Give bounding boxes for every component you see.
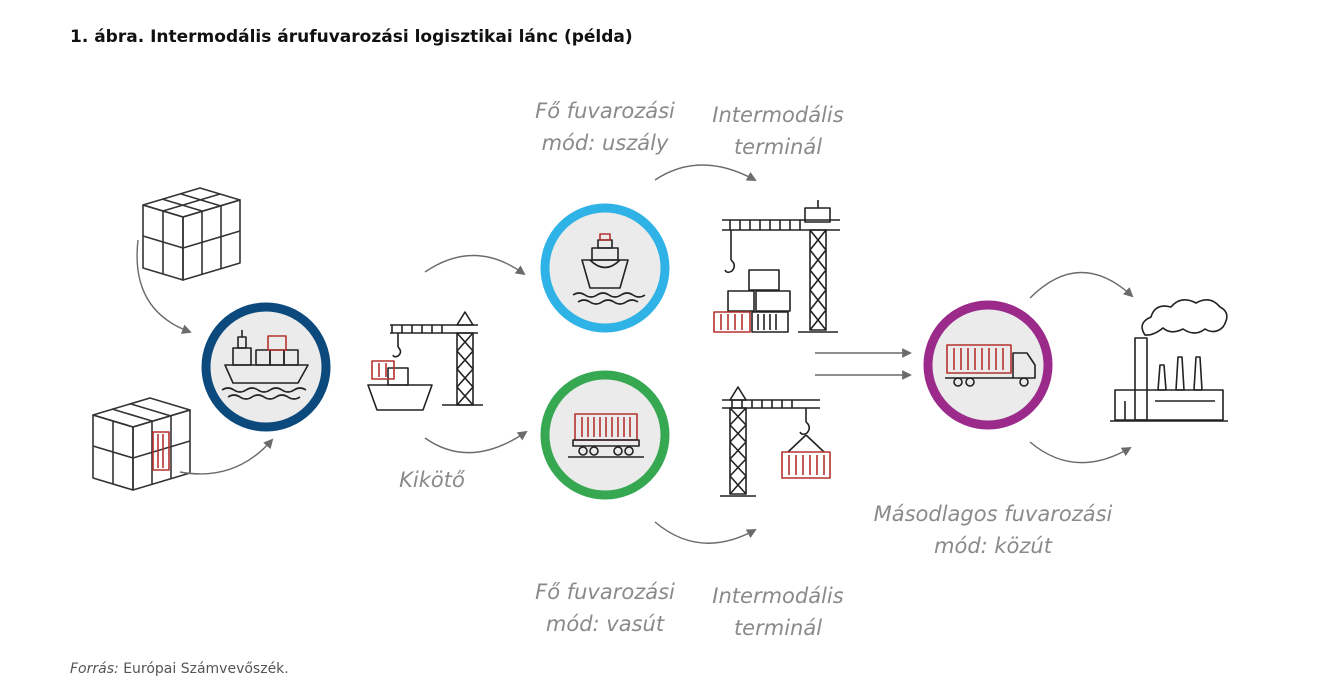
terminal-bottom-crane-icon <box>720 386 831 497</box>
label-rail-line1: Fő fuvarozási <box>535 580 675 604</box>
cargo-boxes-bottom-icon <box>92 397 191 491</box>
terminal-top-crane-icon <box>713 200 840 333</box>
source-prefix: Forrás: <box>70 661 119 677</box>
arrow-port-to-barge <box>424 254 526 276</box>
source-text: Európai Számvevőszék. <box>123 661 289 677</box>
label-barge-line1: Fő fuvarozási <box>535 99 675 123</box>
barge-icon <box>572 233 646 305</box>
train-wagon-icon <box>568 413 644 458</box>
arrow-boxes-bottom-to-ship <box>179 438 274 475</box>
factory-icon <box>1110 299 1228 422</box>
barge-node <box>540 203 670 333</box>
label-rail-line2: mód: vasút <box>546 612 665 636</box>
port-crane-icon <box>367 311 483 411</box>
cargo-boxes-top-icon <box>142 187 241 281</box>
arrow-truck-bottom <box>1029 441 1132 464</box>
label-barge-line2: mód: uszály <box>542 131 669 155</box>
arrow-barge-to-terminal <box>654 164 757 181</box>
arrow-truck-to-factory <box>1029 271 1134 299</box>
arrow-boxes-to-ship <box>136 239 192 334</box>
figure-title: 1. ábra. Intermodális árufuvarozási logi… <box>70 27 633 47</box>
arrow-rail-to-terminal <box>654 521 757 544</box>
label-terminal-top-line2: terminál <box>734 135 822 159</box>
label-road-line1: Másodlagos fuvarozási <box>874 502 1113 526</box>
label-port: Kikötő <box>399 468 466 492</box>
flow-arrows <box>136 164 1134 544</box>
label-terminal-top-line1: Intermodális <box>712 103 843 127</box>
truck-icon <box>945 344 1036 387</box>
label-road-line2: mód: közút <box>934 534 1053 558</box>
sea-ship-node <box>201 302 331 432</box>
source-note: Forrás: Európai Számvevőszék. <box>70 661 289 677</box>
sea-ship-icon <box>221 330 309 400</box>
road-node <box>923 300 1053 430</box>
rail-node <box>540 370 670 500</box>
label-terminal-bottom-line2: terminál <box>734 616 822 640</box>
arrow-port-to-rail <box>424 430 528 454</box>
label-terminal-bottom-line1: Intermodális <box>712 584 843 608</box>
